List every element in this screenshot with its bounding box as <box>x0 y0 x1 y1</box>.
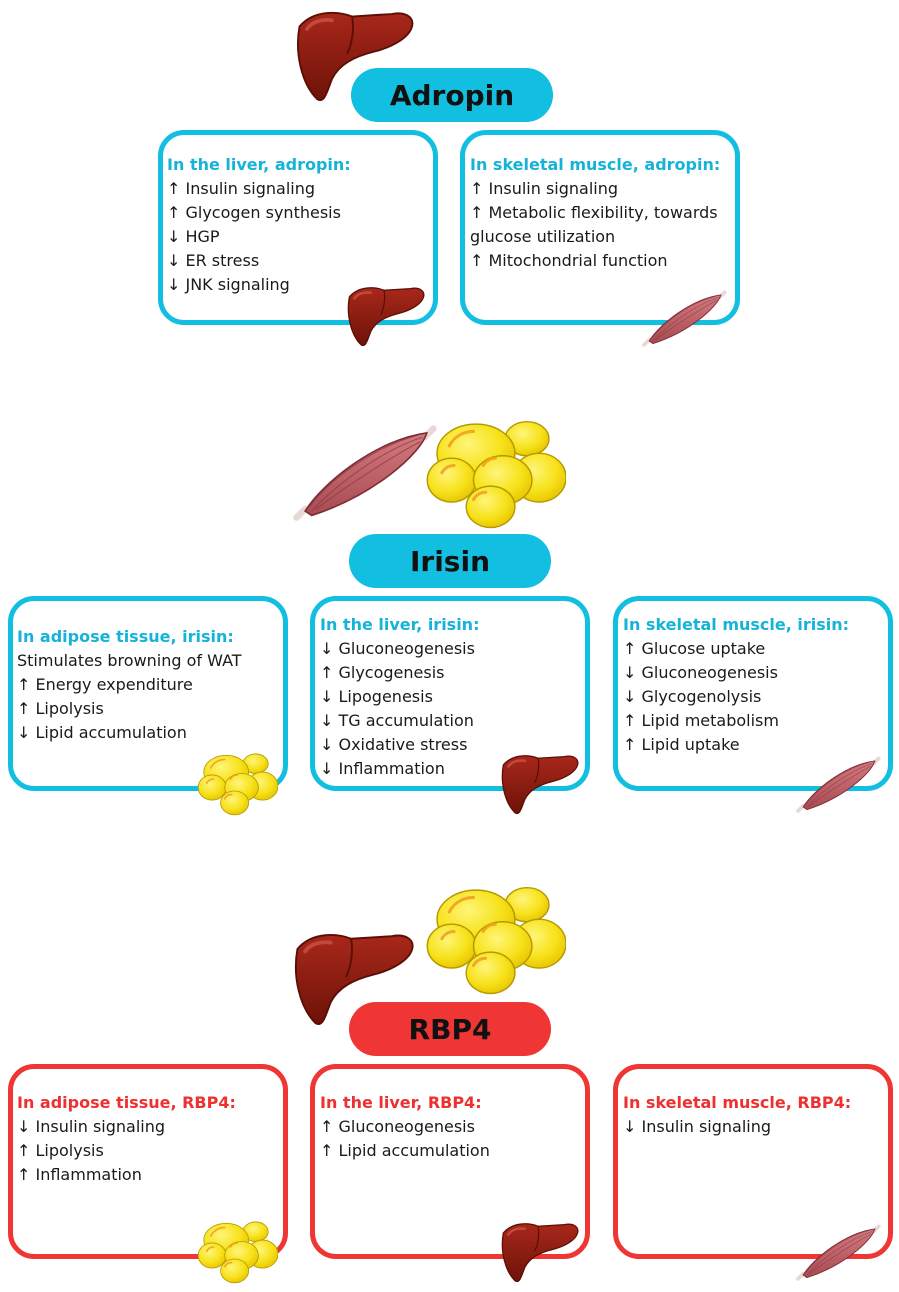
list-item: ↑ Glycogenesis <box>320 663 445 682</box>
irisin-liver-box: In the liver, irisin: ↓ Gluconeogenesis … <box>310 596 590 791</box>
irisin-muscle-box: In skeletal muscle, irisin: ↑ Glucose up… <box>613 596 893 791</box>
list-item: ↓ Lipid accumulation <box>17 723 187 742</box>
list-item: ↓ Glycogenolysis <box>623 687 762 706</box>
box-heading: In adipose tissue, irisin: <box>17 627 234 646</box>
list-item: ↓ Insulin signaling <box>17 1117 166 1136</box>
list-item: ↓ Inflammation <box>320 759 445 778</box>
list-item: ↓ JNK signaling <box>167 275 290 294</box>
list-item: ↓ HGP <box>167 227 220 246</box>
liver-icon <box>494 750 582 816</box>
rbp4-muscle-box: In skeletal muscle, RBP4: ↓ Insulin sign… <box>613 1064 893 1259</box>
list-item: ↓ Gluconeogenesis <box>623 663 778 682</box>
irisin-title: Irisin <box>349 534 551 588</box>
adipose-icon <box>420 884 566 996</box>
list-item: ↑ Gluconeogenesis <box>320 1117 475 1136</box>
box-heading: In the liver, irisin: <box>320 615 480 634</box>
adropin-liver-box: In the liver, adropin: ↑ Insulin signali… <box>158 130 438 325</box>
liver-icon <box>494 1218 582 1284</box>
list-item: ↓ Gluconeogenesis <box>320 639 475 658</box>
muscle-icon <box>792 752 886 816</box>
adipose-icon <box>194 1220 278 1284</box>
box-heading: In the liver, RBP4: <box>320 1093 482 1112</box>
list-item: ↓ Lipogenesis <box>320 687 433 706</box>
list-item: ↑ Insulin signaling <box>470 179 619 198</box>
list-item: ↓ TG accumulation <box>320 711 474 730</box>
list-item: ↓ Oxidative stress <box>320 735 468 754</box>
list-item: ↓ Insulin signaling <box>623 1117 772 1136</box>
adipose-icon <box>420 418 566 530</box>
box-heading: In skeletal muscle, adropin: <box>470 155 721 174</box>
box-heading: In the liver, adropin: <box>167 155 351 174</box>
box-heading: In skeletal muscle, RBP4: <box>623 1093 852 1112</box>
liver-icon <box>340 282 428 348</box>
list-item: ↑ Lipid accumulation <box>320 1141 490 1160</box>
list-item: ↑ Lipid metabolism <box>623 711 779 730</box>
list-item: Stimulates browning of WAT <box>17 651 242 670</box>
list-item: ↑ Insulin signaling <box>167 179 316 198</box>
adropin-title: Adropin <box>351 68 553 122</box>
box-heading: In skeletal muscle, irisin: <box>623 615 850 634</box>
muscle-icon <box>638 286 732 350</box>
rbp4-adipose-box: In adipose tissue, RBP4: ↓ Insulin signa… <box>8 1064 288 1259</box>
box-heading: In adipose tissue, RBP4: <box>17 1093 236 1112</box>
adropin-muscle-box: In skeletal muscle, adropin: ↑ Insulin s… <box>460 130 740 325</box>
list-item: ↑ Mitochondrial function <box>470 251 668 270</box>
list-item: ↑ Inflammation <box>17 1165 142 1184</box>
list-item: ↑ Lipid uptake <box>623 735 740 754</box>
list-item: ↓ ER stress <box>167 251 260 270</box>
list-item: ↑ Energy expenditure <box>17 675 193 694</box>
list-item: ↑ Lipolysis <box>17 699 104 718</box>
list-item: ↑ Glucose uptake <box>623 639 766 658</box>
list-item: ↑ Lipolysis <box>17 1141 104 1160</box>
list-item: ↑ Glycogen synthesis <box>167 203 341 222</box>
list-item: ↑ Metabolic flexibility, towards glucose… <box>470 203 718 246</box>
adipose-icon <box>194 752 278 816</box>
rbp4-title: RBP4 <box>349 1002 551 1056</box>
muscle-icon <box>792 1220 886 1284</box>
irisin-adipose-box: In adipose tissue, irisin: Stimulates br… <box>8 596 288 791</box>
